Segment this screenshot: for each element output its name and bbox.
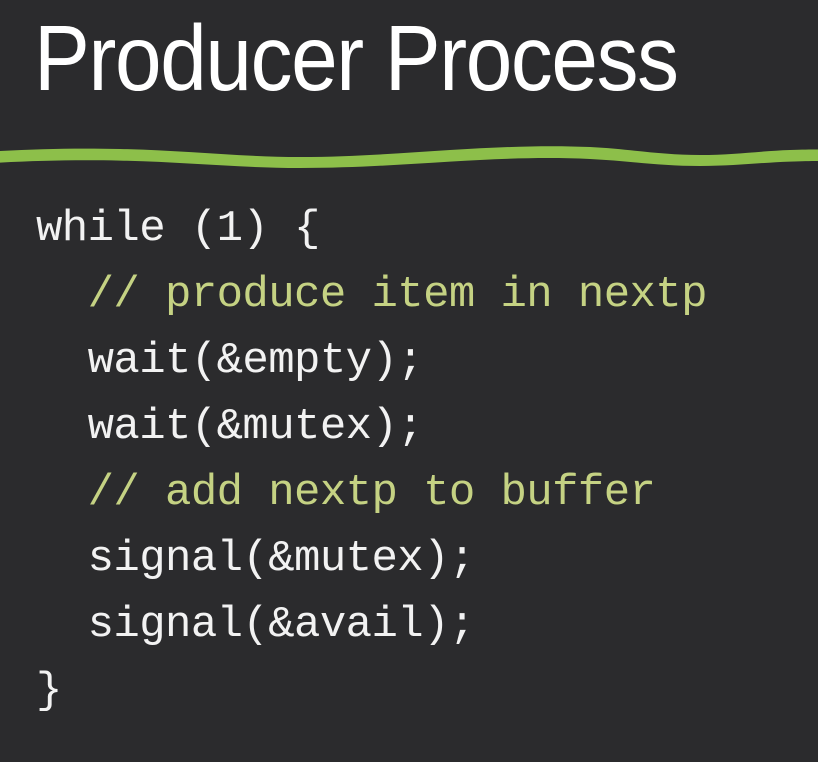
code-line: } [36,666,62,716]
code-line: wait(&mutex); [36,402,424,452]
code-line: wait(&empty); [36,336,424,386]
code-line: // produce item in nextp [36,270,708,320]
divider-path [0,146,818,168]
page-title: Producer Process [34,6,679,110]
code-line: // add nextp to buffer [36,468,656,518]
code-block: while (1) { // produce item in nextp wai… [36,196,796,724]
green-wavy-underline-icon [0,146,818,168]
code-line: signal(&mutex); [36,534,476,584]
code-line: signal(&avail); [36,600,476,650]
code-line: while (1) { [36,204,320,254]
